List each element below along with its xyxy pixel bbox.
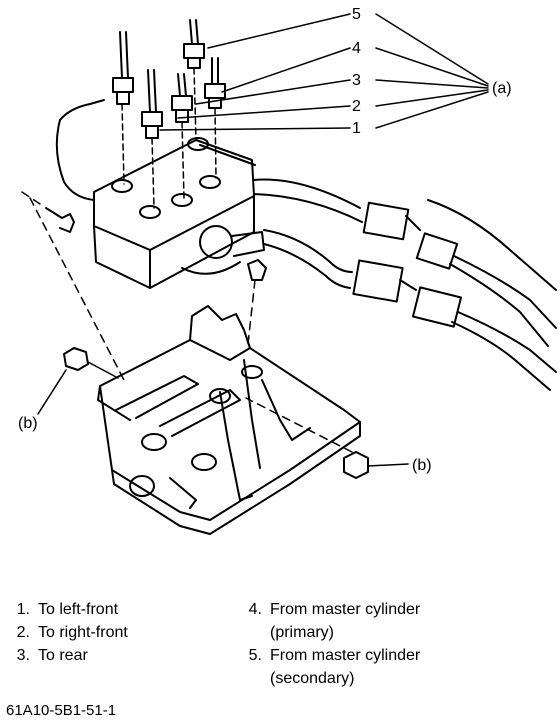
wiring-harness: [253, 178, 557, 391]
legend-item-1: 1. To left-front: [0, 598, 128, 621]
leader-b-left: [37, 369, 67, 415]
figure-id: 61A10-5B1-51-1: [6, 702, 117, 719]
callout-2: 2: [352, 98, 361, 115]
nut-left: [63, 347, 119, 379]
legend-number: 3.: [16, 647, 30, 664]
abs-hydraulic-unit-diagram: 5 4 3 2 1 (a) (b) (b): [18, 6, 557, 535]
callout-b-right: (b): [412, 457, 432, 474]
nut-right: [245, 397, 409, 479]
legend-text: From master cylinder: [270, 647, 421, 664]
legend-right: 4. From master cylinder (primary) 5. From …: [232, 598, 421, 690]
hydraulic-unit: [21, 99, 267, 385]
legend-item-4-continued: (primary): [270, 624, 334, 641]
legend-item-5-continued: (secondary): [270, 670, 355, 687]
legend-number: 1.: [16, 601, 30, 618]
callout-b-left: (b): [18, 415, 38, 432]
legend-item-2: 2. To right-front: [0, 621, 128, 644]
legend-number: 4.: [248, 601, 262, 618]
legend-left: 1. To left-front 2. To right-front 3. To re…: [0, 598, 128, 667]
legend-text: To right-front: [38, 624, 128, 641]
legend-text: To rear: [38, 647, 88, 664]
legend-number: 2.: [16, 624, 30, 641]
legend-text: From master cylinder: [270, 601, 421, 618]
legend-item-3: 3. To rear: [0, 644, 128, 667]
callout-3: 3: [352, 72, 361, 89]
brake-pipes: [112, 19, 226, 209]
callout-leaders: [159, 13, 489, 131]
legend-item-5: 5. From master cylinder: [232, 644, 421, 667]
legend-number: 5.: [248, 647, 262, 664]
callout-1: 1: [352, 120, 361, 137]
legend-text: To left-front: [38, 601, 119, 618]
callout-a: (a): [492, 80, 512, 97]
mounting-bracket: [97, 305, 361, 535]
legend-item-4: 4. From master cylinder: [232, 598, 421, 621]
callout-4: 4: [352, 40, 361, 57]
callout-5: 5: [352, 6, 361, 23]
